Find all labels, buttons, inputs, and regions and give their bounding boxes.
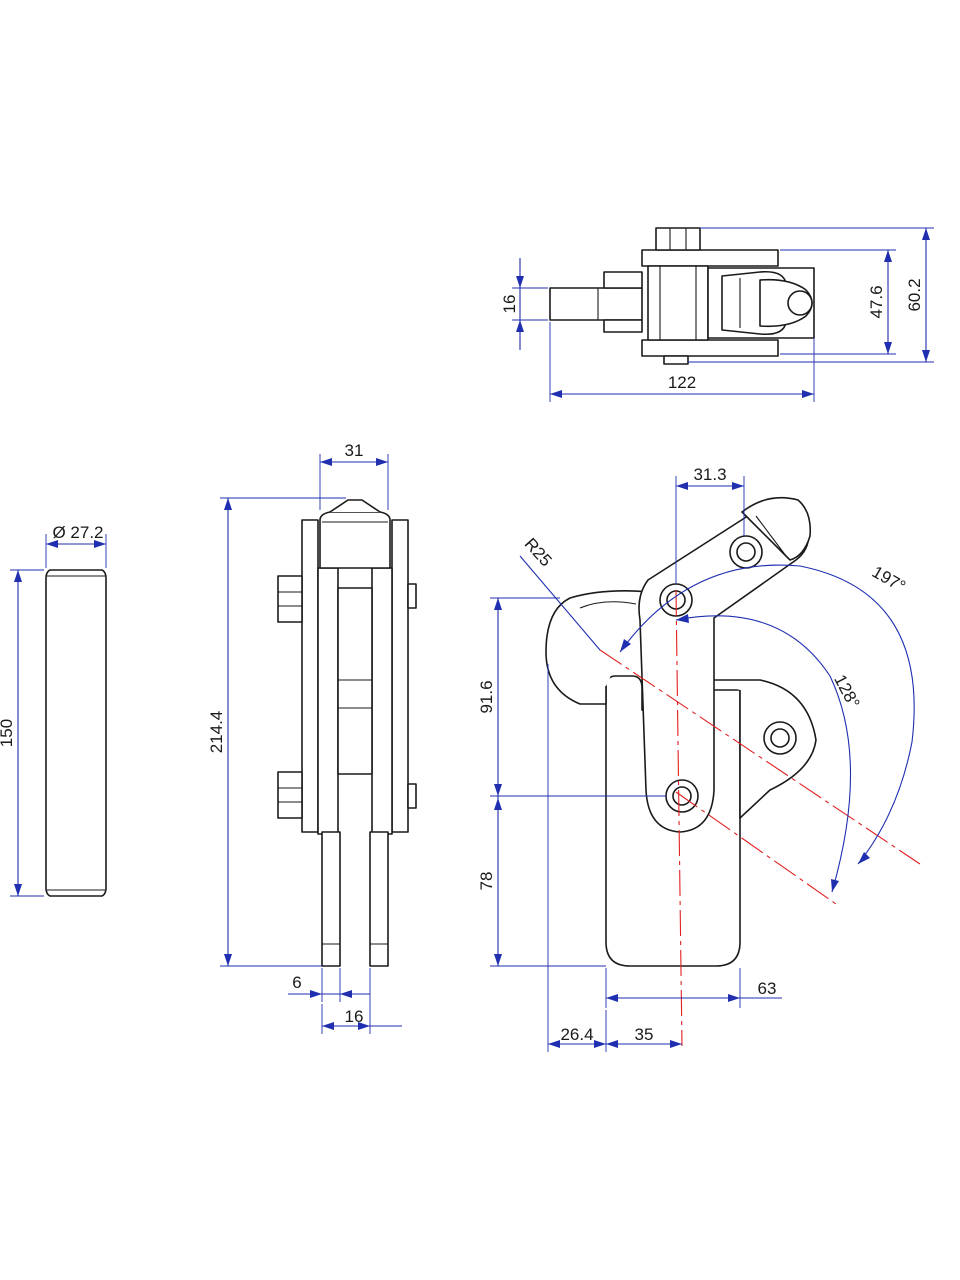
top-shaft (549, 287, 643, 321)
side-link (704, 679, 817, 819)
dim-side-78: 78 (477, 872, 496, 891)
dim-side-26-4: 26.4 (560, 1025, 593, 1044)
front-plate-right (391, 519, 409, 833)
side-handle-knob (741, 496, 812, 561)
top-hex-bolt (655, 227, 701, 251)
front-handle-knob (329, 499, 381, 513)
dim-angle-128: 128° (830, 671, 863, 711)
dim-side-91-6: 91.6 (477, 680, 496, 713)
dim-pin-diameter: Ø 27.2 (52, 523, 103, 542)
front-view: 31 214.4 6 16 (207, 441, 417, 1034)
pin-view: Ø 27.2 150 (0, 523, 107, 897)
dim-top-122: 122 (668, 373, 696, 392)
dim-front-16: 16 (345, 1007, 364, 1026)
front-hex-bolt-lower (277, 771, 303, 819)
dim-side-63: 63 (758, 979, 777, 998)
front-leg-right (369, 831, 389, 967)
front-handle-head (319, 511, 391, 569)
dim-side-35: 35 (635, 1025, 654, 1044)
arc-197 (619, 564, 915, 865)
dim-pin-150: 150 (0, 719, 16, 747)
dim-angle-197: 197° (869, 562, 909, 596)
arc-128 (675, 615, 852, 893)
dim-top-16: 16 (500, 295, 519, 314)
dim-front-214-4: 214.4 (207, 711, 226, 754)
top-plate-upper (641, 249, 779, 267)
front-hex-bolt-upper (277, 575, 303, 623)
dim-top-47-6: 47.6 (867, 285, 886, 318)
dim-front-6: 6 (292, 973, 301, 992)
front-center-column (337, 587, 373, 775)
dim-side-r25: R25 (521, 534, 556, 570)
dim-top-60-2: 60.2 (905, 278, 924, 311)
front-plate-left (301, 519, 319, 833)
top-plate-lower (641, 339, 779, 357)
top-view: 16 47.6 60.2 122 (500, 227, 934, 402)
dim-front-31: 31 (345, 441, 364, 460)
side-view: 197° 128° R25 31.3 91.6 78 63 (477, 465, 921, 1052)
front-leg-left (321, 831, 341, 967)
pin-body (45, 569, 107, 897)
dim-side-31-3: 31.3 (693, 465, 726, 484)
